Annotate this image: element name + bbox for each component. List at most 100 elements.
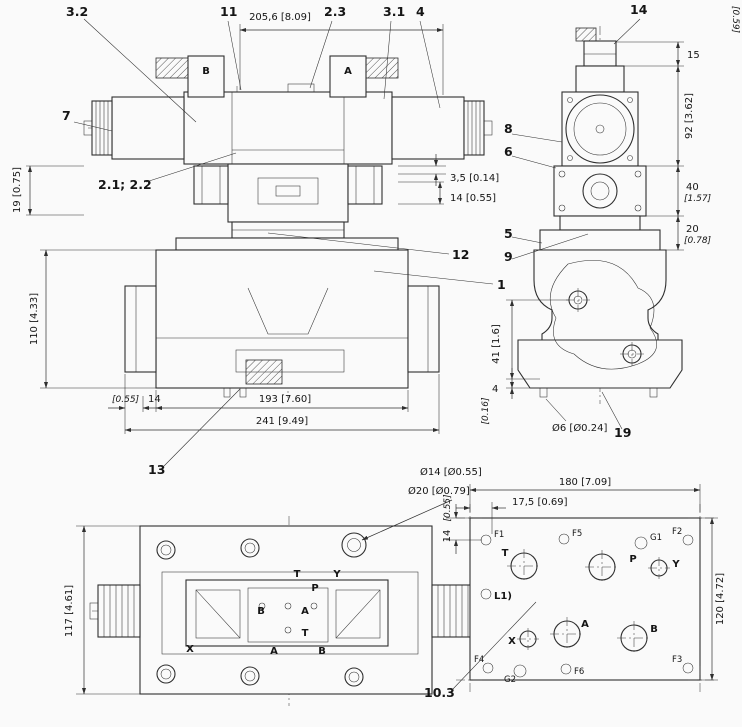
callout-11: 11 (220, 4, 237, 19)
solenoid-b-label: B (202, 66, 210, 77)
cable-gland (365, 57, 399, 79)
callout-12: 12 (452, 247, 469, 262)
callout-3-1: 3.1 (383, 4, 405, 19)
hex-nut-right (347, 165, 383, 205)
port-label-g1: G1 (650, 533, 662, 543)
pattern-plate-outline (469, 517, 701, 681)
port-g1 (634, 536, 648, 550)
dim-front-left: 19 [0.75] 110 [4.33] (12, 165, 156, 389)
dim-14-left: 14 (442, 530, 453, 543)
port-label-b-mid: B (257, 606, 265, 617)
callout-7: 7 (62, 108, 71, 123)
port-label-f1: F1 (494, 530, 504, 540)
side-pilot-body (553, 165, 647, 231)
callout-10-3: 10.3 (424, 685, 455, 700)
port-label-f3: F3 (672, 655, 682, 665)
side-main-body (517, 229, 683, 398)
port-label-t-top: T (294, 569, 301, 580)
dim-40: 40 (686, 182, 699, 193)
terminal-box-b: B (155, 55, 225, 98)
side-solenoid (561, 65, 639, 167)
dim-front-bottom: [0.55] 14 193 [7.60] 241 [9.49] (108, 374, 440, 434)
locating-pin (223, 387, 231, 398)
dim-180: 180 [7.09] (559, 477, 611, 488)
top-solenoid-left (89, 584, 141, 638)
dim-17-5: 17,5 [0.69] (512, 497, 568, 508)
dim-110: 110 [4.33] (29, 293, 40, 345)
port-g2 (513, 664, 527, 678)
solenoid-right (391, 96, 493, 160)
locating-pin (239, 387, 247, 398)
port-label-y: Y (332, 569, 341, 580)
callout-9: 9 (504, 249, 513, 264)
port-f2 (682, 534, 694, 546)
dim-19: 19 [0.75] (12, 167, 23, 213)
port-label-g2: G2 (504, 675, 516, 685)
hex-nut-left (193, 165, 229, 205)
front-view: B A (12, 4, 506, 477)
pattern-ports: F1 T F5 G1 F2 P Y L1) X A (474, 527, 694, 685)
callout-1: 1 (497, 277, 506, 292)
side-bottom-labels: Ø6 [Ø0.24] 19 (545, 391, 631, 440)
callout-8: 8 (504, 121, 513, 136)
callout-6: 6 (504, 144, 513, 159)
pattern-callout: 10.3 (424, 601, 537, 700)
callout-4: 4 (416, 4, 425, 19)
port-label-p: P (311, 583, 318, 594)
dim-4: 4 (492, 384, 498, 395)
port-f1 (480, 534, 492, 546)
dim-14-bottom-inch: [0.55] (112, 395, 140, 405)
port-label-l: L1) (494, 591, 512, 602)
dim-92: 92 [3.62] (684, 93, 695, 139)
callout-14: 14 (630, 2, 648, 17)
callout-2-1-2-2: 2.1; 2.2 (98, 177, 152, 192)
port-label-x: X (186, 644, 194, 655)
manual-override-pin (83, 120, 93, 136)
solenoid-a-label: A (344, 66, 352, 77)
dim-dia6: Ø6 [Ø0.24] (552, 422, 607, 434)
port-label-b-bot: B (318, 646, 326, 657)
port-f5 (558, 533, 570, 545)
dim-117: 117 [4.61] (64, 585, 75, 637)
top-port-labels: T P Y B A T X A B (186, 569, 341, 657)
port-label-t-mid: T (302, 628, 309, 639)
locating-pin (539, 387, 548, 398)
callout-5: 5 (504, 226, 513, 241)
dim-0-59-inch: [0.59] (730, 6, 740, 34)
dim-front-right: 3,5 [0.14] 14 [0.55] (398, 154, 499, 205)
port-l (480, 588, 492, 600)
dim-14-bottom: 14 (148, 394, 161, 405)
solenoid-left (83, 96, 185, 160)
dim-top-left: 117 [4.61] (64, 525, 140, 695)
port-label-b: B (650, 624, 658, 635)
callout-2-3: 2.3 (324, 4, 346, 19)
top-solenoid-right (431, 584, 483, 638)
port-f3 (682, 662, 694, 674)
cable-gland (575, 27, 597, 42)
port-label-f5: F5 (572, 529, 582, 539)
port-label-y: Y (671, 559, 680, 570)
port-label-f6: F6 (574, 667, 584, 677)
dim-40-inch: [1.57] (684, 194, 712, 204)
callout-19: 19 (614, 425, 631, 440)
dim-15: 15 (687, 50, 700, 61)
locating-pin (649, 387, 658, 398)
dim-14-right: 14 [0.55] (450, 193, 496, 204)
cable-gland (155, 57, 189, 79)
port-label-a-mid: A (301, 606, 309, 617)
dim-side-left: 41 [1.6] 4 [0.16] (481, 299, 569, 425)
manual-override-pin (483, 120, 493, 136)
port-f4 (482, 662, 494, 674)
side-callouts: 14 8 6 5 9 (504, 2, 648, 264)
dim-41: 41 [1.6] (491, 324, 502, 364)
top-pilot-valve (161, 571, 419, 655)
front-callouts: 3.2 11 2.3 3.1 4 7 2.1; 2.2 12 1 13 (62, 4, 506, 477)
dim-20: 20 (686, 224, 699, 235)
dim-front-width: 205,6 [8.09] (239, 12, 444, 95)
dim-120: 120 [4.72] (715, 573, 726, 625)
port-label-x: X (508, 636, 516, 647)
terminal-box-a: A (329, 55, 399, 98)
port-label-p: P (629, 554, 636, 565)
side-view: [0.59] 15 92 [3.62] 40 [1.57] 20 [0.78] … (481, 2, 740, 440)
